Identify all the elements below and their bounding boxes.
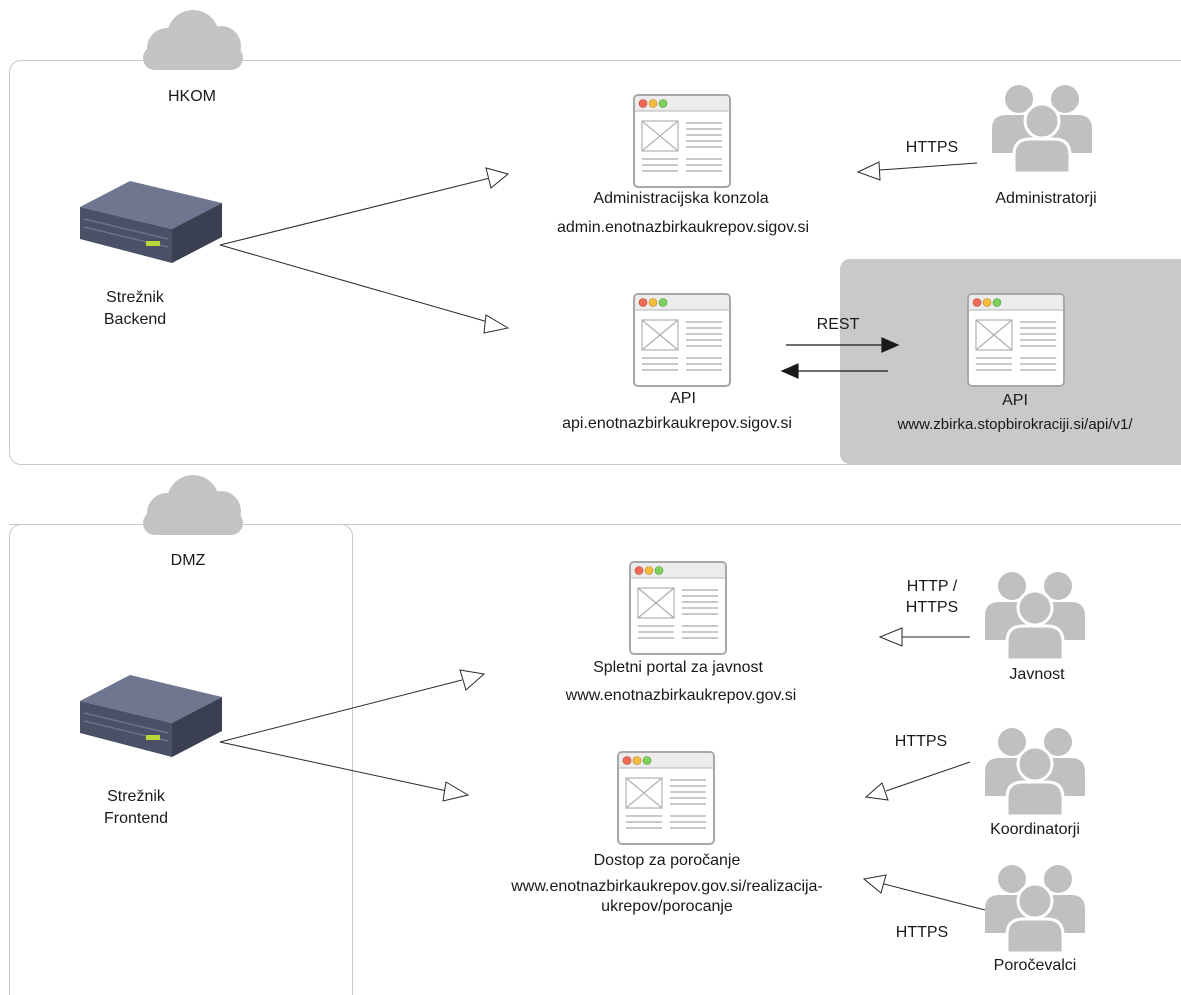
hkom-zone (9, 60, 1181, 465)
reporters-label: Poročevalci (993, 957, 1077, 974)
administrators-people-icon (990, 83, 1094, 175)
coordinators-people-icon (983, 726, 1087, 818)
external-api-title: API (1002, 392, 1028, 409)
admin-https-line (879, 162, 978, 171)
dmz-zone-label: DMZ (170, 552, 206, 569)
public-protocol-label-line2: HTTPS (905, 599, 959, 616)
admin-console-url: admin.enotnazbirkaukrepov.sigov.si (557, 219, 809, 236)
public-portal-title: Spletni portal za javnost (593, 659, 763, 676)
public-portal-url: www.enotnazbirkaukrepov.gov.si (565, 687, 797, 704)
external-api-browser-icon (967, 293, 1065, 387)
arrowhead (780, 363, 799, 379)
frontend-to-portal-line (219, 679, 463, 743)
rest-protocol-label: REST (816, 316, 860, 333)
api-browser-icon (633, 293, 731, 387)
backend-server-label-line2: Backend (103, 311, 167, 328)
frontend-server-label-line1: Strežnik (107, 788, 165, 805)
public-protocol-label-line1: HTTP / (906, 578, 958, 595)
frontend-to-reporting-line (219, 741, 448, 792)
public-people-icon (983, 570, 1087, 662)
api-title: API (670, 390, 696, 407)
administrators-label: Administratorji (995, 190, 1097, 207)
admin-protocol-label: HTTPS (905, 139, 959, 156)
reporting-url: www.enotnazbirkaukrepov.gov.si/realizaci… (511, 877, 823, 917)
reporting-url-line1: www.enotnazbirkaukrepov.gov.si/realizaci… (511, 878, 823, 895)
backend-to-api-line (219, 244, 489, 323)
reporters-people-icon (983, 863, 1087, 955)
api-url: api.enotnazbirkaukrepov.sigov.si (562, 415, 792, 432)
hkom-zone-label: HKOM (168, 88, 216, 105)
admin-console-title: Administracijska konzola (593, 190, 769, 207)
public-label: Javnost (1009, 666, 1065, 683)
admin-console-browser-icon (633, 94, 731, 188)
public-protocol-label: HTTP / HTTPS (906, 576, 958, 618)
arrowhead (881, 337, 900, 353)
arrowhead (485, 167, 510, 189)
cloud-icon (143, 10, 243, 70)
frontend-server-icon (79, 674, 223, 758)
backend-server-label: Strežnik Backend (104, 287, 166, 331)
coordinators-label: Koordinatorji (990, 821, 1080, 838)
cloud-icon (143, 475, 243, 535)
backend-server-icon (79, 180, 223, 264)
reporters-https-line (883, 883, 986, 911)
reporting-url-line2: ukrepov/porocanje (601, 898, 733, 915)
arrowhead (862, 874, 887, 894)
reporting-title: Dostop za poročanje (593, 852, 741, 869)
reporters-protocol-label: HTTPS (895, 924, 949, 941)
backend-server-label-line1: Strežnik (106, 289, 164, 306)
external-api-url: www.zbirka.stopbirokraciji.si/api/v1/ (897, 416, 1133, 433)
arrowhead (864, 782, 889, 801)
arrowhead (856, 161, 881, 181)
backend-to-admin-line (219, 177, 491, 246)
coordinators-https-line (885, 761, 971, 792)
frontend-server-label: Strežnik Frontend (104, 786, 168, 830)
frontend-server-label-line2: Frontend (103, 810, 169, 827)
coordinators-protocol-label: HTTPS (894, 733, 948, 750)
public-portal-browser-icon (629, 561, 727, 655)
arrowhead (459, 669, 486, 691)
dmz-zone-outer (9, 524, 1181, 995)
arrowhead (878, 627, 903, 647)
arrowhead (483, 314, 510, 334)
reporting-browser-icon (617, 751, 715, 845)
arrowhead (442, 781, 470, 802)
